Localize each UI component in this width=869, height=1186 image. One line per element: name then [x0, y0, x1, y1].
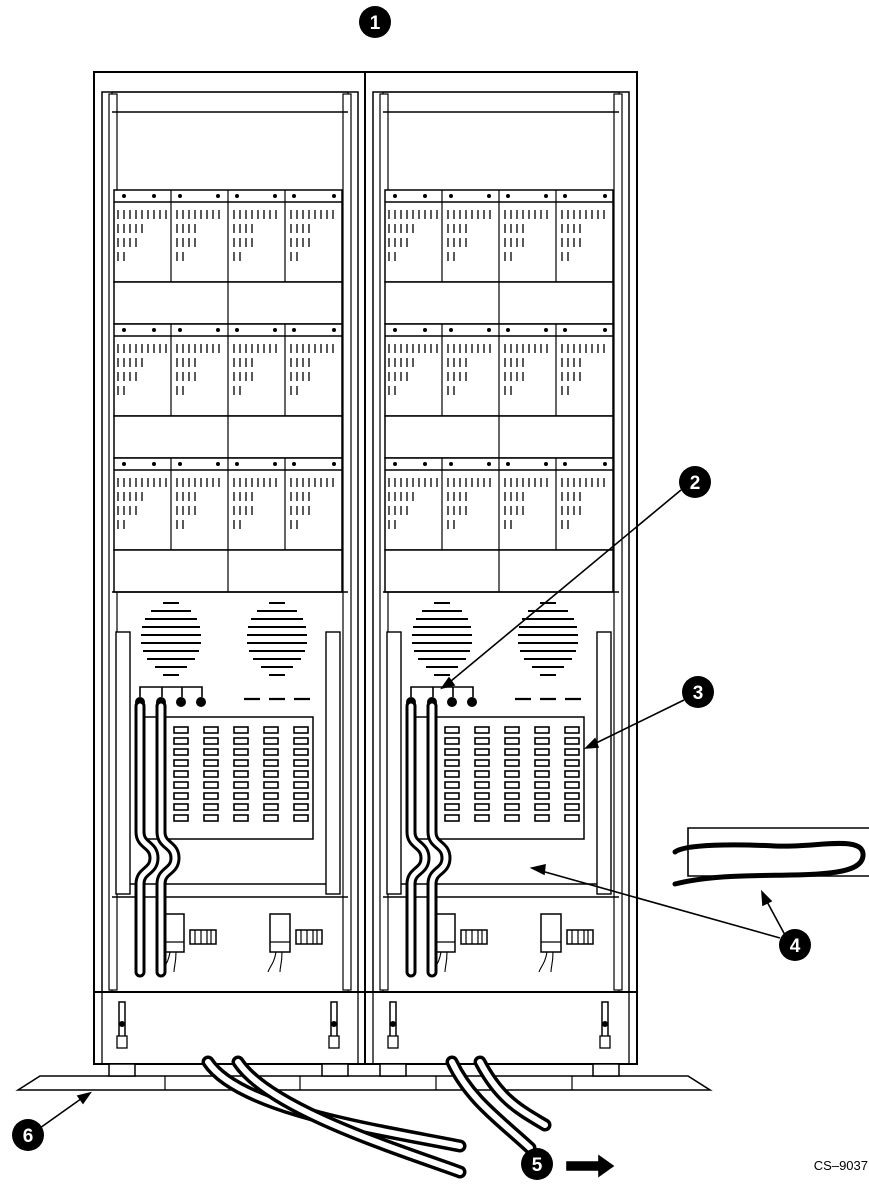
callout-1: 1: [359, 6, 391, 38]
callout-4: 4: [779, 929, 811, 961]
callout-3-number: 3: [693, 683, 704, 704]
callout-2: 2: [679, 466, 711, 498]
service-loop-inset: [672, 827, 869, 887]
callout-2-number: 2: [690, 473, 701, 494]
callout-6: 6: [12, 1119, 44, 1151]
callout-4-number: 4: [790, 936, 801, 957]
leader-lines: [39, 489, 786, 1178]
exit-cables: [201, 1055, 552, 1179]
callout-5-number: 5: [532, 1155, 543, 1176]
callout-3: 3: [682, 676, 714, 708]
callout-1-number: 1: [370, 13, 381, 34]
figure-id-label: CS–9037: [814, 1158, 868, 1173]
callout-5: 5: [521, 1148, 553, 1180]
callout-6-number: 6: [23, 1126, 34, 1147]
floor-plate: [15, 1075, 713, 1091]
